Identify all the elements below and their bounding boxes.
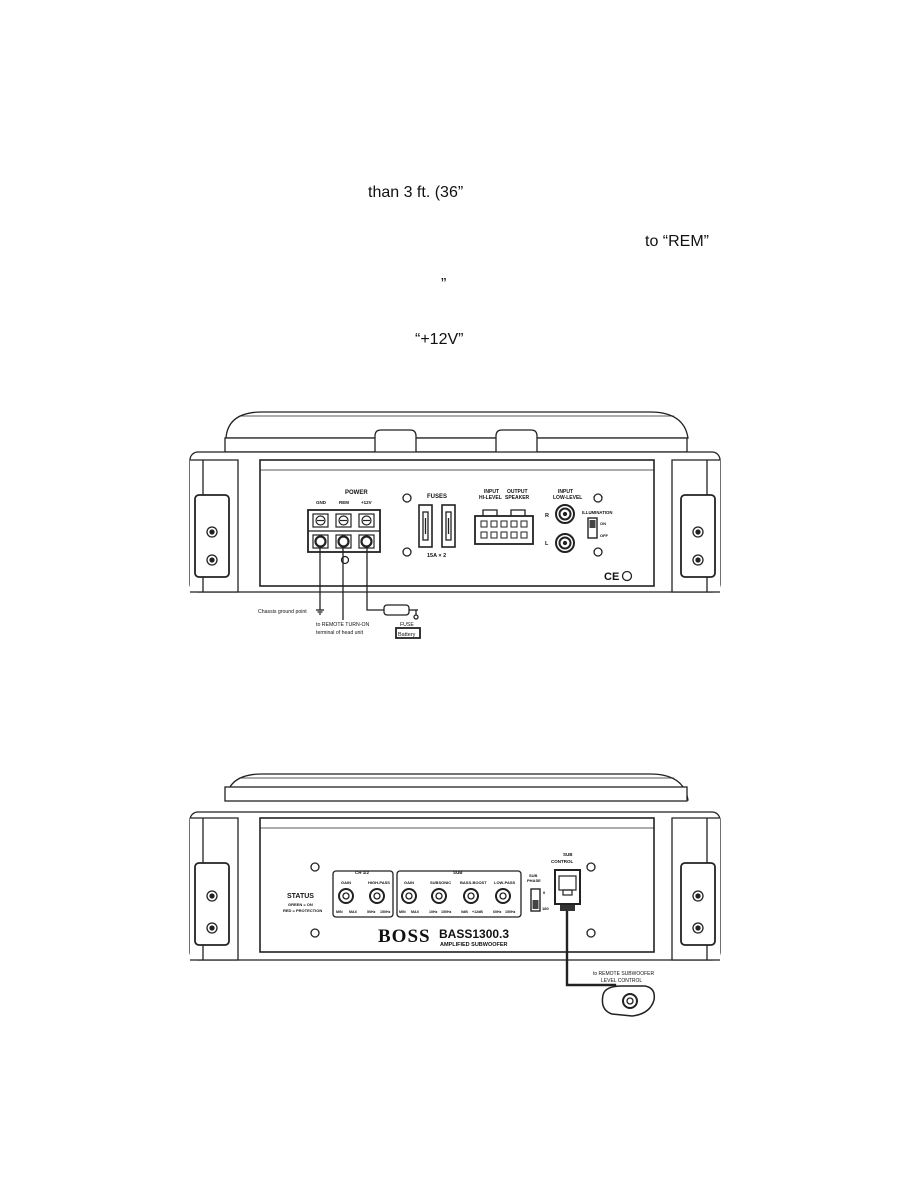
subsonic-label: SUBSONIC bbox=[430, 880, 451, 885]
output-speaker-label: OUTPUT bbox=[507, 489, 528, 495]
off-label: OFF bbox=[600, 533, 609, 538]
remote-sub-label: to REMOTE SUBWOOFER bbox=[593, 971, 655, 977]
power-wiring-diagram: POWER GND REM +12V Chassis ground point … bbox=[189, 411, 721, 639]
input-low-level-label-2: LOW-LEVEL bbox=[553, 495, 582, 501]
low-pass-max: 150Hz bbox=[505, 910, 516, 914]
ch12-control-group bbox=[332, 870, 394, 918]
l-label: L bbox=[545, 541, 549, 547]
ch12-gain-max: MAX bbox=[349, 910, 358, 914]
high-pass-label: HIGH-PASS bbox=[368, 880, 390, 885]
input-low-level-label: INPUT bbox=[558, 489, 573, 495]
text-fragment-1: than 3 ft. (36” bbox=[368, 184, 464, 201]
inline-fuse bbox=[383, 604, 410, 616]
sub-control-label: SUB bbox=[563, 852, 573, 857]
illumination-label: ILLUMINATION bbox=[582, 510, 612, 515]
bass-boost-max: +12dB bbox=[472, 910, 483, 914]
input-hi-level-label: INPUT bbox=[484, 489, 499, 495]
text-fragment-4: “+12V” bbox=[415, 331, 464, 348]
low-pass-min: 60Hz bbox=[493, 910, 502, 914]
right-mount-bracket bbox=[680, 494, 716, 578]
top-cover bbox=[224, 437, 688, 453]
remote-level-control bbox=[601, 985, 656, 1017]
sub-gain-max: MAX bbox=[411, 910, 420, 914]
left-mount-bracket-2 bbox=[194, 862, 230, 946]
certification-icon bbox=[621, 570, 633, 582]
model-name: BASS1300.3 bbox=[439, 927, 509, 941]
ch12-label: CH 1/2 bbox=[355, 870, 370, 875]
sub-gain-min: MIN bbox=[399, 910, 406, 914]
status-red-label: RED = PROTECTION bbox=[283, 908, 322, 913]
status-green-label: GREEN = ON bbox=[288, 902, 313, 907]
right-mount-bracket-2 bbox=[680, 862, 716, 946]
rem-label: REM bbox=[339, 500, 349, 505]
ch12-gain-knob bbox=[338, 888, 354, 904]
sub-phase-label: SUB bbox=[529, 873, 538, 878]
subsonic-max: 150Hz bbox=[441, 910, 452, 914]
input-hi-level-label-2: HI-LEVEL bbox=[479, 495, 502, 501]
remote-level-knob bbox=[622, 993, 638, 1009]
top-cover-2 bbox=[224, 786, 688, 802]
remote-turn-on-label: to REMOTE TURN-ON bbox=[316, 622, 369, 628]
plus12v-label: +12V bbox=[361, 500, 372, 505]
gnd-label: GND bbox=[316, 500, 327, 505]
ch12-gain-min: MIN bbox=[336, 910, 343, 914]
low-pass-label: LOW-PASS bbox=[494, 880, 516, 885]
fuses-label: FUSES bbox=[427, 494, 447, 500]
low-pass-knob bbox=[495, 888, 511, 904]
fuse-label: FUSE bbox=[400, 622, 414, 628]
high-pass-min: 50Hz bbox=[367, 910, 376, 914]
bass-boost-min: 0dB bbox=[461, 910, 468, 914]
battery-label: Battery bbox=[398, 632, 416, 638]
ce-mark: CE bbox=[604, 571, 619, 583]
subsonic-min: 10Hz bbox=[429, 910, 438, 914]
fuse-rating-label: 15A × 2 bbox=[427, 553, 446, 559]
power-wire bbox=[366, 547, 384, 611]
remote-sub-label-2: LEVEL CONTROL bbox=[601, 978, 642, 984]
sub-gain-knob bbox=[401, 888, 417, 904]
battery-box bbox=[395, 627, 421, 639]
on-label: ON bbox=[600, 521, 606, 526]
sub-control-group bbox=[396, 870, 522, 918]
boss-logo: BOSS bbox=[378, 926, 431, 947]
left-mount-bracket bbox=[194, 494, 230, 578]
subwoofer-control-diagram: STATUS GREEN = ON RED = PROTECTION CH 1/… bbox=[189, 773, 721, 1017]
text-fragment-2: to “REM” bbox=[645, 233, 709, 250]
chassis-ground-label: Chassis ground point bbox=[258, 609, 307, 615]
phase-180-label: 180 bbox=[542, 906, 549, 911]
sub-control-label-2: CONTROL bbox=[551, 859, 573, 864]
remote-turn-on-label-2: terminal of head unit bbox=[316, 630, 364, 636]
sub-gain-label: GAIN bbox=[404, 880, 414, 885]
sub-phase-label-2: PHASE bbox=[527, 878, 541, 883]
high-pass-max: 150Hz bbox=[380, 910, 391, 914]
bass-boost-label: BASS-BOOST bbox=[460, 880, 487, 885]
r-label: R bbox=[545, 513, 549, 519]
ch12-gain-label: GAIN bbox=[341, 880, 351, 885]
speaker-connector-block bbox=[474, 515, 534, 545]
status-label: STATUS bbox=[287, 893, 314, 900]
high-pass-knob bbox=[369, 888, 385, 904]
text-fragment-3: ” bbox=[441, 276, 447, 293]
sub-label: SUB bbox=[453, 870, 463, 875]
model-description: AMPLIFIED SUBWOOFER bbox=[440, 942, 508, 948]
subsonic-knob bbox=[431, 888, 447, 904]
bass-boost-knob bbox=[463, 888, 479, 904]
power-label: POWER bbox=[345, 490, 368, 496]
output-speaker-label-2: SPEAKER bbox=[505, 495, 530, 501]
phase-0-label: 0 bbox=[543, 890, 546, 895]
